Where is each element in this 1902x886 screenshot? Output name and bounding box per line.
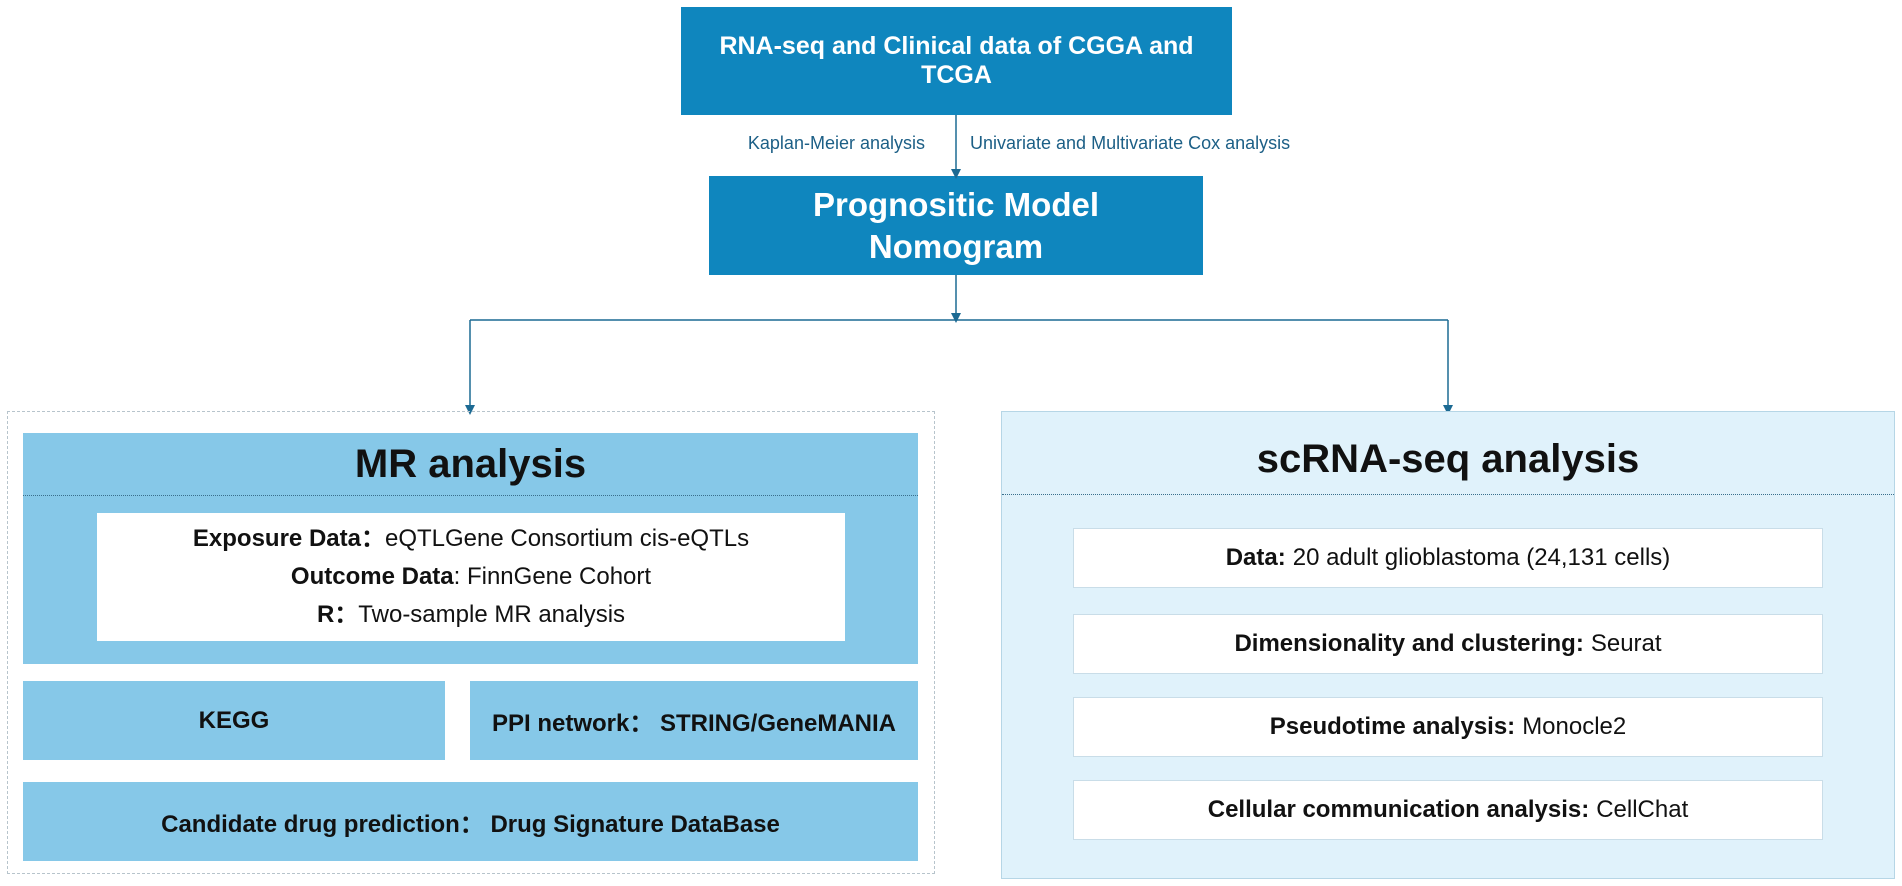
mr-data-box: Exposure Data：eQTLGene Consortium cis-eQ… (97, 513, 845, 641)
scrna-item-clustering: Dimensionality and clustering:Seurat (1073, 614, 1823, 674)
exposure-data-value: eQTLGene Consortium cis-eQTLs (384, 525, 750, 552)
scrna-item-clustering-label: Dimensionality and clustering: (1234, 630, 1584, 657)
scrna-item-data-label: Data: (1225, 544, 1286, 571)
scrna-analysis-title: scRNA-seq analysis (1256, 436, 1640, 481)
scrna-item-pseudotime-value: Monocle2 (1522, 713, 1627, 740)
outcome-data-label: Outcome Data (290, 563, 454, 590)
scrna-item-cellchat: Cellular communication analysis:CellChat (1073, 780, 1823, 840)
r-method-label: R： (316, 601, 359, 628)
r-method-value: Two-sample MR analysis (358, 601, 626, 628)
scrna-item-clustering-value: Seurat (1590, 630, 1662, 657)
mr-title-divider (23, 495, 918, 496)
exposure-data-line: Exposure Data：eQTLGene Consortium cis-eQ… (97, 520, 845, 558)
model-line-2: Nomogram (868, 227, 1044, 265)
outcome-data-line: Outcome Data: FinnGene Cohort (97, 558, 845, 596)
mr-analysis-title: MR analysis (354, 441, 587, 486)
input-data-label: RNA-seq and Clinical data of CGGA and TC… (719, 32, 1194, 89)
scrna-item-cellchat-label: Cellular communication analysis: (1207, 796, 1590, 823)
prognostic-model-box: Prognositic Model Nomogram (709, 176, 1203, 275)
exposure-data-label: Exposure Data： (192, 525, 385, 552)
r-method-line: R：Two-sample MR analysis (97, 596, 845, 634)
drug-prediction-box: Candidate drug prediction： Drug Signatur… (23, 782, 918, 861)
edge-label-cox: Univariate and Multivariate Cox analysis (970, 133, 1291, 153)
kegg-box: KEGG (23, 681, 445, 760)
scrna-item-data: Data:20 adult glioblastoma (24,131 cells… (1073, 528, 1823, 588)
scrna-item-pseudotime-label: Pseudotime analysis: (1269, 713, 1516, 740)
edge-label-kaplan-meier: Kaplan-Meier analysis (747, 133, 925, 153)
scrna-item-cellchat-value: CellChat (1596, 796, 1689, 823)
scrna-title-divider (1002, 494, 1894, 495)
input-data-box: RNA-seq and Clinical data of CGGA and TC… (681, 7, 1232, 115)
ppi-network-box: PPI network： STRING/GeneMANIA (470, 681, 918, 760)
mr-analysis-frame (7, 411, 935, 874)
model-line-1: Prognositic Model (812, 185, 1099, 223)
scrna-item-data-value: 20 adult glioblastoma (24,131 cells) (1292, 544, 1671, 571)
scrna-item-pseudotime: Pseudotime analysis:Monocle2 (1073, 697, 1823, 757)
outcome-data-value: : FinnGene Cohort (453, 563, 652, 590)
